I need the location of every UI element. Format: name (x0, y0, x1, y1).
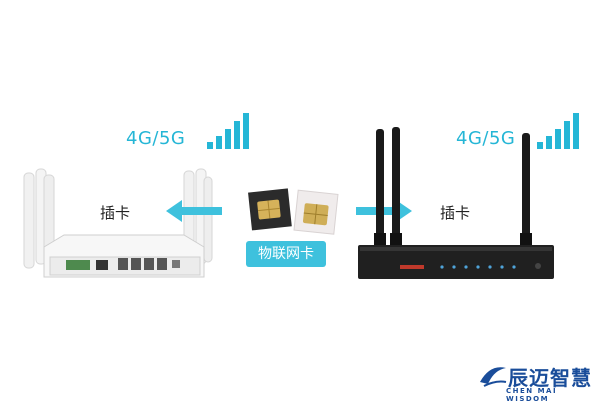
insert-label-left: 插卡 (100, 204, 131, 222)
logo-text: 辰迈智慧 (508, 366, 592, 390)
signal-label-left: 4G/5G (126, 128, 186, 149)
logo-icon (480, 367, 507, 387)
sim-card-icon (248, 188, 339, 235)
arrow-left-icon (166, 200, 222, 222)
insert-label-right: 插卡 (440, 204, 471, 222)
router-icon (23, 168, 213, 278)
signal-bars-icon (207, 113, 249, 149)
signal-bars-icon (537, 113, 579, 149)
signal-label-right: 4G/5G (456, 128, 516, 149)
router-icon (358, 127, 554, 279)
logo-subtext: CHEN MAI WISDOM (506, 387, 558, 403)
sim-badge: 物联网卡 (246, 241, 326, 267)
